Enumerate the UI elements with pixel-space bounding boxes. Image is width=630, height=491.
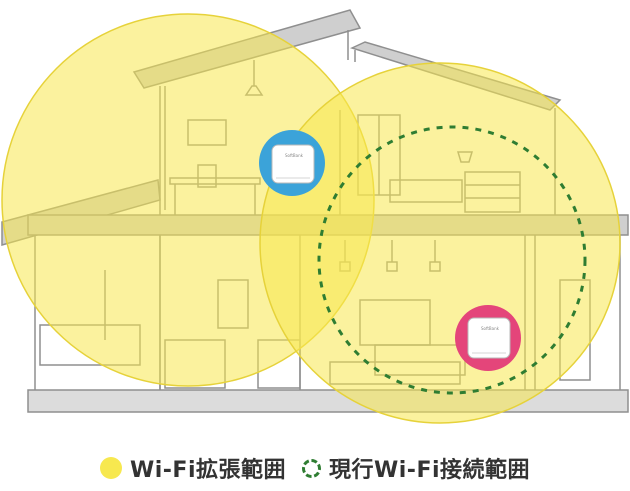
device-pink-brand: SoftBank xyxy=(481,326,500,331)
device-blue: SoftBank xyxy=(259,130,325,196)
wifi-extender-icon xyxy=(271,144,315,184)
legend: Wi-Fi拡張範囲 現行Wi-Fi接続範囲 xyxy=(0,448,630,488)
legend-item-extended: Wi-Fi拡張範囲 xyxy=(99,452,286,484)
wifi-router-icon xyxy=(467,317,511,359)
current-coverage-swatch xyxy=(302,458,321,478)
extended-coverage-swatch xyxy=(99,457,122,479)
device-blue-brand: SoftBank xyxy=(285,153,304,158)
legend-item-current: 現行Wi-Fi接続範囲 xyxy=(302,452,530,484)
device-pink: SoftBank xyxy=(455,305,521,371)
current-coverage-area xyxy=(317,125,587,395)
extended-coverage-area xyxy=(259,62,621,424)
legend-label-extended: Wi-Fi拡張範囲 xyxy=(129,458,286,483)
extended-coverage-areas xyxy=(1,13,621,424)
legend-label-current: 現行Wi-Fi接続範囲 xyxy=(329,458,531,483)
house-wifi-coverage-diagram: SoftBank SoftBank xyxy=(1,9,629,424)
